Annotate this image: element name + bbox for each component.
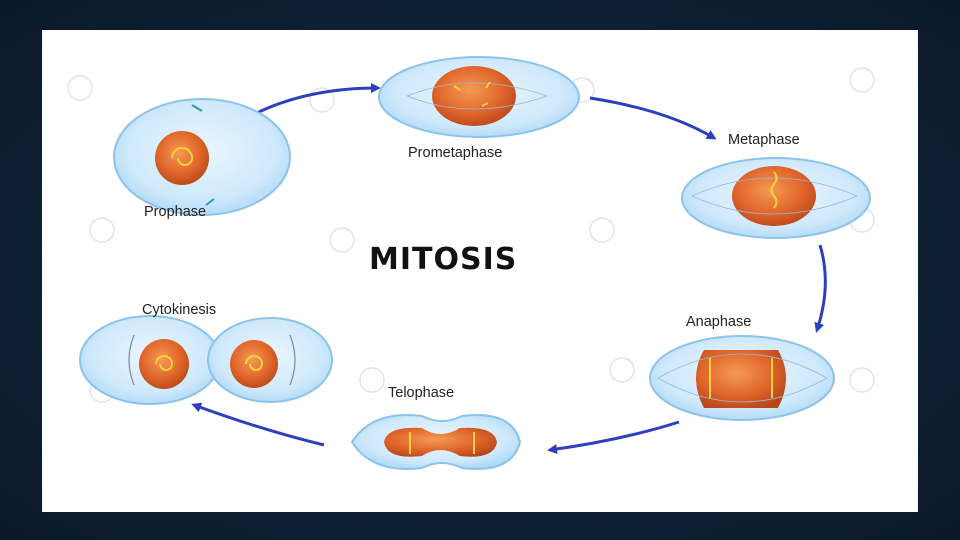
arrow-anaphase-to-telophase xyxy=(547,420,680,454)
label-anaphase: Anaphase xyxy=(686,314,752,330)
label-cytokinesis: Cytokinesis xyxy=(142,302,217,318)
label-prometaphase: Prometaphase xyxy=(408,145,503,161)
arrow-telophase-to-cytokinesis xyxy=(191,402,325,447)
prometaphase-cell xyxy=(378,56,580,138)
slide: Prophase Prometaphase Metaphase Anaphase… xyxy=(42,30,918,512)
cytokinesis-cells xyxy=(79,315,333,405)
mitosis-diagram xyxy=(67,56,875,470)
anaphase-cell xyxy=(649,335,835,421)
label-prophase: Prophase xyxy=(144,204,207,220)
prophase-cell xyxy=(113,98,291,216)
arrow-metaphase-to-anaphase xyxy=(814,244,827,333)
metaphase-cell xyxy=(681,157,871,239)
telophase-cell xyxy=(350,414,522,470)
arrow-prophase-to-prometaphase xyxy=(246,83,381,120)
label-metaphase: Metaphase xyxy=(728,132,800,148)
diagram-title: MITOSIS xyxy=(369,242,518,277)
label-telophase: Telophase xyxy=(388,385,455,401)
arrow-prometaphase-to-metaphase xyxy=(589,96,717,140)
